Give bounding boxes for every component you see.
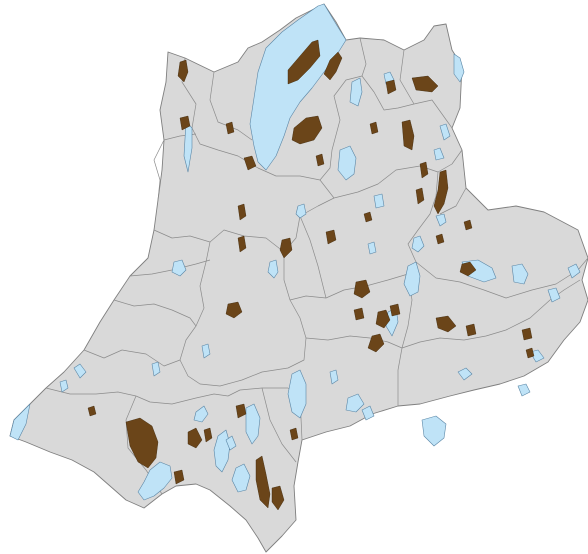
landcover-patches xyxy=(87,39,535,511)
large-lake xyxy=(249,3,347,171)
region-outline xyxy=(9,3,588,553)
water-bodies xyxy=(9,3,581,501)
